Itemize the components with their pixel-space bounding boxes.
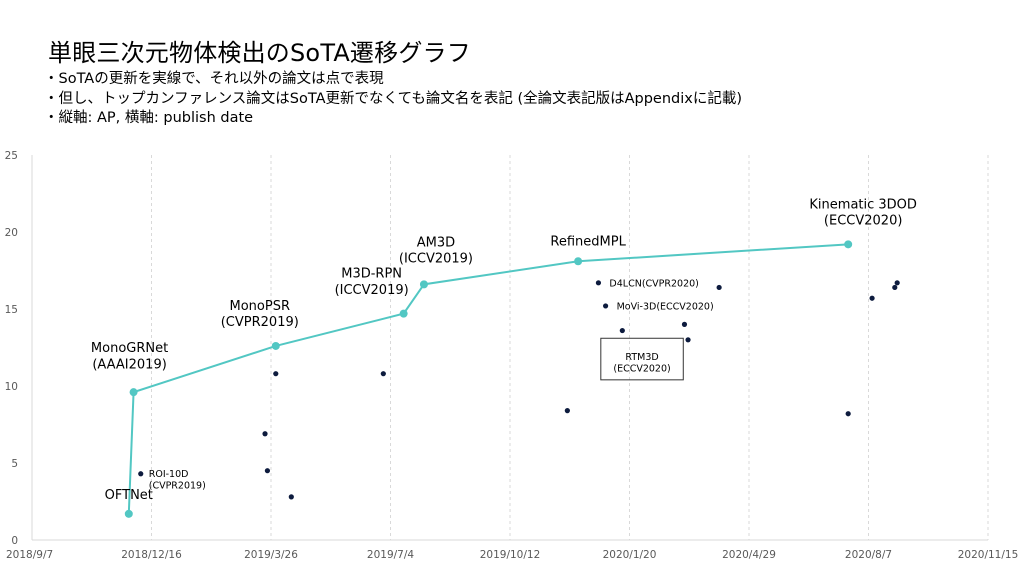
- sota-point-label: AM3D(ICCV2019): [399, 235, 473, 266]
- sota-point: [844, 240, 853, 249]
- sota-point: [399, 309, 408, 318]
- sota-point-label: Kinematic 3DOD(ECCV2020): [809, 197, 917, 228]
- paper-point: [262, 431, 268, 437]
- sota-point: [419, 280, 428, 289]
- sota-point-label: OFTNet: [105, 488, 153, 503]
- bullet-item: 縦軸: AP, 横軸: publish date: [44, 109, 742, 129]
- sota-point: [129, 388, 138, 397]
- paper-point: [845, 411, 851, 417]
- y-tick-label: 15: [5, 304, 18, 316]
- paper-point-label: D4LCN(CVPR2020): [609, 278, 698, 289]
- x-tick-label: 2018/9/7: [6, 549, 53, 561]
- paper-point: [894, 280, 900, 286]
- annotation-label: RTM3D(ECCV2020): [613, 352, 670, 375]
- sota-point-label: M3D-RPN(ICCV2019): [335, 267, 409, 298]
- paper-point-label: MoVi-3D(ECCV2020): [617, 301, 714, 312]
- y-tick-label: 20: [5, 227, 18, 239]
- paper-point: [564, 408, 570, 414]
- sota-point-label: MonoGRNet(AAAI2019): [91, 341, 168, 372]
- paper-point: [619, 327, 625, 334]
- slide-title: 単眼三次元物体検出のSoTA遷移グラフ: [48, 39, 471, 67]
- paper-point: [716, 284, 722, 291]
- sota-point: [124, 509, 133, 518]
- paper-point: [603, 303, 609, 309]
- paper-point: [892, 284, 898, 291]
- sota-point-label: RefinedMPL: [550, 234, 626, 249]
- y-tick-label: 25: [5, 150, 18, 162]
- paper-point: [869, 295, 875, 301]
- paper-point: [273, 371, 279, 377]
- y-tick-label: 5: [11, 458, 18, 470]
- paper-point: [288, 494, 294, 500]
- y-tick-label: 0: [11, 535, 18, 547]
- paper-point: [595, 280, 602, 286]
- sota-point-label: MonoPSR(CVPR2019): [221, 299, 299, 330]
- x-tick-label: 2019/7/4: [367, 549, 414, 561]
- bullet-list: SoTAの更新を実線で、それ以外の論文は点で表現 但し、トップカンファレンス論文…: [44, 70, 743, 129]
- x-tick-label: 2019/3/26: [244, 549, 298, 561]
- x-tick-label: 2020/8/7: [845, 549, 892, 561]
- annotation-box: [600, 337, 684, 381]
- x-tick-label: 2019/10/12: [480, 549, 541, 561]
- x-tick-label: 2020/4/29: [722, 549, 776, 561]
- paper-point-label: ROI-10D(CVPR2019): [149, 469, 206, 492]
- sota-point: [574, 257, 583, 266]
- x-tick-label: 2020/1/20: [603, 549, 657, 561]
- x-tick-label: 2020/11/15: [958, 549, 1019, 561]
- x-tick-label: 2018/12/16: [121, 549, 182, 561]
- y-tick-label: 10: [5, 381, 18, 393]
- paper-point: [380, 371, 386, 377]
- sota-chart: 2018/9/7 2018/12/16 2019/3/26 2019/7/4 2019/…: [5, 150, 1019, 561]
- paper-point: [138, 471, 144, 477]
- bullet-item: 但し、トップカンファレンス論文はSoTA更新でなくても論文名を表記 (全論文表記…: [44, 90, 743, 110]
- sota-line: [127, 243, 849, 514]
- paper-point: [681, 321, 688, 327]
- bullet-item: SoTAの更新を実線で、それ以外の論文は点で表現: [44, 70, 742, 90]
- sota-point: [271, 341, 280, 350]
- paper-point: [685, 337, 691, 343]
- paper-point: [264, 468, 271, 474]
